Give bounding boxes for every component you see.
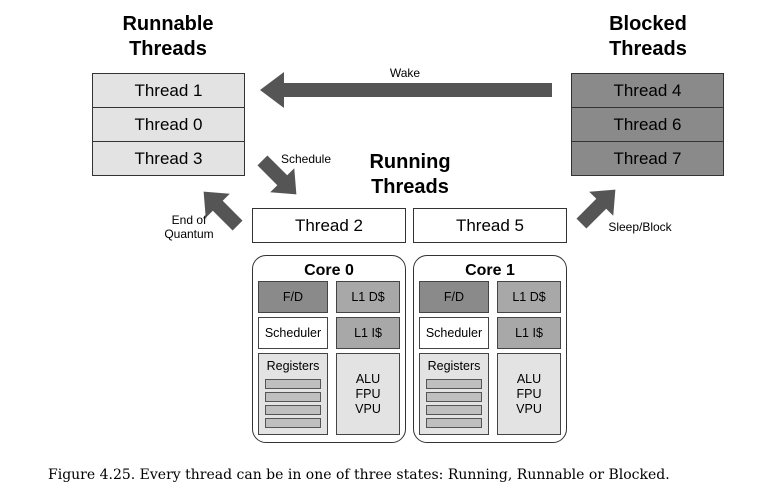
running-thread-2: Thread 2	[252, 208, 406, 243]
scheduler-block: Scheduler	[419, 317, 489, 349]
end-of-quantum-arrow	[203, 191, 243, 231]
wake-label: Wake	[389, 66, 421, 80]
execution-units-block: ALU FPU VPU	[336, 353, 400, 435]
registers-block: Registers	[258, 353, 328, 435]
execution-units-block: ALU FPU VPU	[497, 353, 561, 435]
runnable-threads-heading: Runnable Threads	[122, 13, 214, 60]
execution-units-label: ALU FPU VPU	[355, 372, 381, 416]
register-bar	[426, 418, 482, 428]
core-0: Core 0 F/D L1 D$ Scheduler L1 I$ Registe…	[252, 255, 406, 443]
fd-block: F/D	[258, 281, 328, 313]
runnable-thread-0: Thread 0	[92, 107, 245, 142]
figure-caption: Figure 4.25. Every thread can be in one …	[48, 467, 670, 483]
registers-label: Registers	[427, 359, 481, 373]
running-thread-5: Thread 5	[413, 208, 567, 243]
register-bar	[265, 379, 321, 389]
scheduler-block: Scheduler	[258, 317, 328, 349]
register-bar	[265, 405, 321, 415]
register-bar	[426, 405, 482, 415]
register-bar	[265, 392, 321, 402]
schedule-label: Schedule	[280, 152, 332, 166]
sleep-block-arrow	[576, 189, 616, 229]
register-bar	[265, 418, 321, 428]
registers-block: Registers	[419, 353, 489, 435]
end-of-quantum-label: End of Quantum	[164, 213, 214, 241]
wake-arrow	[260, 72, 552, 108]
schedule-arrow	[257, 155, 297, 195]
l1-instruction-cache-block: L1 I$	[497, 317, 561, 349]
running-threads-heading: Running Threads	[369, 151, 451, 198]
core-title: Core 1	[465, 262, 515, 279]
blocked-thread-4: Thread 4	[571, 73, 724, 108]
blocked-thread-7: Thread 7	[571, 141, 724, 176]
core-1: Core 1 F/D L1 D$ Scheduler L1 I$ Registe…	[413, 255, 567, 443]
l1-data-cache-block: L1 D$	[497, 281, 561, 313]
runnable-thread-3: Thread 3	[92, 141, 245, 176]
blocked-threads-heading: Blocked Threads	[609, 13, 687, 60]
execution-units-label: ALU FPU VPU	[516, 372, 542, 416]
fd-block: F/D	[419, 281, 489, 313]
registers-label: Registers	[266, 359, 320, 373]
sleep-block-label: Sleep/Block	[608, 220, 672, 234]
register-bar	[426, 379, 482, 389]
l1-data-cache-block: L1 D$	[336, 281, 400, 313]
l1-instruction-cache-block: L1 I$	[336, 317, 400, 349]
core-title: Core 0	[304, 262, 354, 279]
register-bar	[426, 392, 482, 402]
